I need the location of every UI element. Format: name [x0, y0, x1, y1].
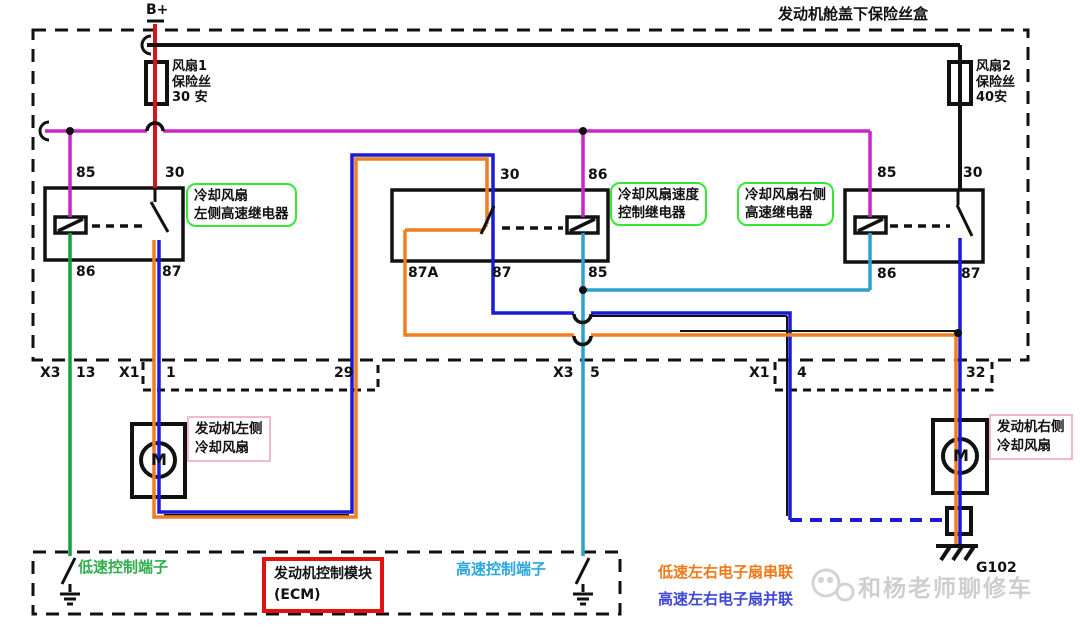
- fan1-fuse-label: 风扇1 保险丝 30 安: [172, 59, 212, 106]
- connector-x1-left-pin29: 29: [334, 365, 354, 381]
- connector-x3-mid-pin5: 5: [590, 365, 600, 381]
- high-speed-cyan-wire: [581, 233, 872, 556]
- black-partner-lines: [164, 315, 788, 516]
- high-speed-terminal-switch: [573, 557, 593, 606]
- connector-x1-right-shell: X1: [749, 365, 770, 381]
- right-relay-pin-30: 30: [963, 165, 983, 181]
- left-relay-pin-30: 30: [165, 165, 185, 181]
- middle-relay-coil-symbol: [565, 215, 600, 235]
- right-relay-pin-85: 85: [877, 165, 897, 181]
- fan2-feed-black-wire: [147, 43, 962, 190]
- bplus-label: B+: [146, 2, 169, 18]
- middle-relay-pin-87: 87: [492, 265, 512, 281]
- connector-x3-mid-shell: X3: [553, 365, 574, 381]
- right-fan-motor-m: M: [953, 446, 969, 465]
- right-fan-label: 发动机右侧 冷却风扇: [989, 414, 1073, 460]
- middle-relay-pin-30: 30: [500, 167, 520, 183]
- middle-relay-name: 冷却风扇速度 控制继电器: [610, 182, 707, 227]
- speed-control-relay-box: [390, 188, 610, 263]
- junction-dots: [66, 127, 962, 337]
- right-relay-switch-arm: [955, 190, 974, 237]
- wechat-watermark-icon: [811, 568, 855, 602]
- blue-over-cyan-hop: [572, 313, 593, 325]
- connector-x1-right-outline: [773, 362, 994, 392]
- left-relay-pin-85: 85: [76, 165, 96, 181]
- connector-x1-right-pin32: 32: [966, 365, 986, 381]
- g102-label: G102: [976, 560, 1017, 576]
- right-fan-relay-box: [843, 188, 985, 264]
- fan2-fuse-label: 风扇2 保险丝 40安: [976, 59, 1016, 106]
- connector-x1-right-pin4: 4: [797, 365, 807, 381]
- ecm-label: 发动机控制模块 (ECM): [262, 557, 384, 613]
- left-fan-relay-box: [43, 186, 185, 262]
- high-path-blue-wire: [157, 153, 792, 520]
- left-fan-label: 发动机左侧 冷却风扇: [187, 416, 271, 462]
- left-relay-coil-symbol: [53, 215, 88, 235]
- legend-high-speed: 高速左右电子扇并联: [658, 590, 794, 608]
- splice-hook-magenta: [38, 120, 50, 142]
- left-relay-pin-87: 87: [162, 264, 182, 280]
- magenta-over-red-hop: [145, 121, 165, 132]
- fusebox-title: 发动机舱盖下保险丝盒: [778, 5, 929, 23]
- ecm-outline: [31, 550, 622, 616]
- low-speed-terminal-switch: [60, 557, 80, 606]
- left-relay-switch-arm: [149, 188, 170, 233]
- watermark-text: 和杨老师聊修车: [858, 576, 1033, 602]
- connector-x3-left-pin13: 13: [76, 365, 96, 381]
- right-relay-pin-87: 87: [961, 266, 981, 282]
- left-fan-motor-m: M: [151, 450, 167, 469]
- middle-relay-pin-87a: 87A: [408, 265, 439, 281]
- connector-x3-left-shell: X3: [40, 365, 61, 381]
- connector-x1-left-outline: [141, 362, 380, 392]
- legend-low-speed: 低速左右电子扇串联: [658, 563, 794, 581]
- g102-ground-symbol: [936, 543, 978, 562]
- right-relay-coil-symbol: [853, 215, 888, 235]
- orange-over-cyan-hop: [572, 335, 593, 347]
- left-relay-name: 冷却风扇 左侧高速继电器: [186, 183, 297, 228]
- middle-relay-switch-arm: [479, 205, 496, 235]
- middle-relay-pin-85: 85: [588, 265, 608, 281]
- connector-x1-left-pin1: 1: [166, 365, 176, 381]
- right-relay-name: 冷却风扇右侧 高速继电器: [737, 182, 834, 227]
- low-speed-terminal-label: 低速控制端子: [78, 558, 169, 576]
- coil-feed-magenta-wire: [45, 129, 872, 217]
- middle-relay-pin-86: 86: [588, 167, 608, 183]
- splice-hook-black: [140, 34, 152, 56]
- high-speed-terminal-label: 高速控制端子: [456, 560, 547, 578]
- right-relay-pin-86: 86: [877, 266, 897, 282]
- left-relay-pin-86: 86: [76, 264, 96, 280]
- connector-x1-left-shell: X1: [119, 365, 140, 381]
